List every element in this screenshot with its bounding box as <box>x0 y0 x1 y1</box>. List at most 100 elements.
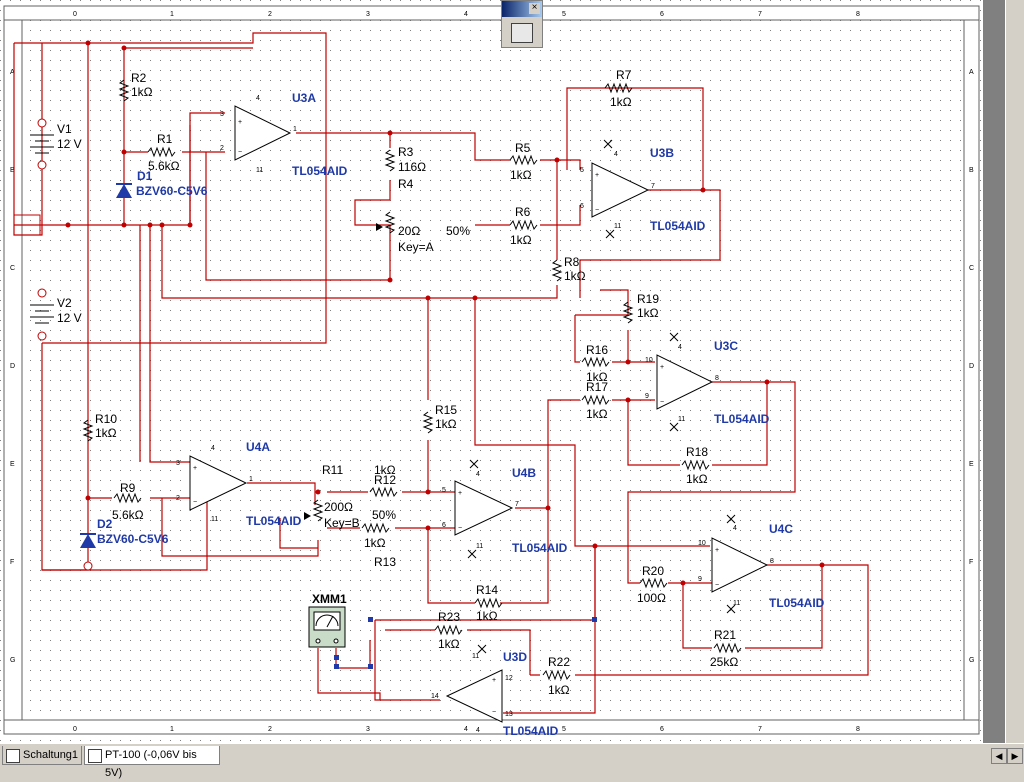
resistor-r6[interactable]: R6 1kΩ <box>509 205 538 247</box>
resistor-r13[interactable]: 1kΩ R13 <box>361 522 396 569</box>
resistor-r18[interactable]: R18 1kΩ <box>681 445 710 486</box>
col-label: 3 <box>366 11 370 18</box>
col-label: 0 <box>73 726 77 733</box>
label-r14: R14 <box>476 583 498 597</box>
resistor-r15[interactable]: R15 1kΩ <box>422 403 457 434</box>
svg-text:2: 2 <box>220 145 224 152</box>
resistor-r23[interactable]: R23 1kΩ <box>434 610 463 651</box>
zener-diode-d2[interactable]: D2 BZV60-C5V6 <box>80 517 169 548</box>
resistor-r8[interactable]: R8 1kΩ <box>551 255 586 283</box>
value-r8: 1kΩ <box>564 269 586 283</box>
svg-text:−: − <box>492 709 496 716</box>
vertical-scrollbar[interactable] <box>983 0 1005 743</box>
value-r22: 1kΩ <box>548 683 570 697</box>
label-u3c: U3C <box>714 339 738 353</box>
scroll-left-button[interactable]: ◀ <box>991 748 1007 764</box>
value-r13: 1kΩ <box>364 536 386 550</box>
tab-label: PT-100 (-0,06V bis 5V) <box>105 749 197 779</box>
close-button[interactable]: × <box>529 3 540 14</box>
svg-text:−: − <box>660 399 664 406</box>
value-r23: 1kΩ <box>438 637 460 651</box>
svg-text:6: 6 <box>580 203 584 210</box>
resistor-r20[interactable]: R20 100Ω <box>637 564 668 605</box>
label-u4b: U4B <box>512 466 536 480</box>
resistor-r1[interactable]: R1 5.6kΩ <box>147 132 180 173</box>
resistor-r17[interactable]: R17 1kΩ <box>581 380 610 421</box>
label-r3: R3 <box>398 145 414 159</box>
key-r11: Key=B <box>324 516 360 530</box>
row-label: C <box>10 265 15 272</box>
scroll-right-button[interactable]: ▶ <box>1007 748 1023 764</box>
tab-schaltung1[interactable]: Schaltung1 <box>2 746 82 765</box>
key-r4: Key=A <box>398 240 434 254</box>
svg-text:9: 9 <box>698 576 702 583</box>
percent-r4: 50% <box>446 224 470 238</box>
value-r4: 20Ω <box>398 224 420 238</box>
resistor-r3[interactable]: R3 116Ω <box>384 145 426 174</box>
resistor-r10[interactable]: R10 1kΩ <box>82 412 117 442</box>
row-label: C <box>969 265 974 272</box>
schematic-icon <box>88 749 102 763</box>
zener-diode-d1[interactable]: D1 BZV60-C5V6 <box>116 169 208 198</box>
label-r21: R21 <box>714 628 736 642</box>
svg-text:+: + <box>458 490 462 497</box>
toolbar-tool-icon[interactable] <box>511 23 533 43</box>
resistor-r7[interactable]: R7 1kΩ <box>604 68 633 109</box>
row-label: D <box>10 363 15 370</box>
battery-v1[interactable]: V1 12 V <box>30 118 82 170</box>
battery-v2[interactable]: V2 12 V <box>30 288 82 341</box>
svg-text:−: − <box>715 582 719 589</box>
svg-text:7: 7 <box>651 183 655 190</box>
multimeter-xmm1[interactable]: XMM1 <box>308 592 597 669</box>
resistor-r19[interactable]: R19 1kΩ <box>622 292 659 324</box>
label-r13: R13 <box>374 555 396 569</box>
row-label: G <box>10 657 15 664</box>
resistor-r12[interactable]: 1kΩ R12 <box>369 463 398 498</box>
value-r19: 1kΩ <box>637 306 659 320</box>
resistor-r16[interactable]: R16 1kΩ <box>581 343 610 384</box>
row-label: D <box>969 363 974 370</box>
svg-text:4: 4 <box>256 95 260 102</box>
resistor-r14[interactable]: R14 1kΩ <box>474 583 503 623</box>
label-r8: R8 <box>564 255 580 269</box>
col-label: 1 <box>170 726 174 733</box>
resistor-r9[interactable]: R9 5.6kΩ <box>112 481 144 522</box>
value-r5: 1kΩ <box>510 168 532 182</box>
label-d2: D2 <box>97 517 113 531</box>
svg-text:3: 3 <box>176 460 180 467</box>
potentiometer-r4[interactable]: R4 20Ω 50% Key=A <box>376 177 470 254</box>
col-label: 6 <box>660 11 664 18</box>
resistor-r22[interactable]: R22 1kΩ <box>542 655 571 697</box>
potentiometer-r11[interactable]: R11 200Ω 50% Key=B <box>304 463 396 530</box>
row-label: G <box>969 657 974 664</box>
label-u3a: U3A <box>292 91 316 105</box>
svg-text:14: 14 <box>431 693 439 700</box>
col-label: 2 <box>268 11 272 18</box>
svg-text:4: 4 <box>614 151 618 158</box>
label-u4a: U4A <box>246 440 270 454</box>
svg-text:8: 8 <box>715 375 719 382</box>
tab-pt-100[interactable]: PT-100 (-0,06V bis 5V) <box>84 746 220 779</box>
label-r15: R15 <box>435 403 457 417</box>
label-v2: V2 <box>57 296 72 310</box>
floating-toolbar[interactable]: × <box>501 0 543 48</box>
resistor-r21[interactable]: R21 25kΩ <box>710 628 742 669</box>
svg-text:1: 1 <box>249 476 253 483</box>
label-u3d: U3D <box>503 650 527 664</box>
svg-text:12: 12 <box>505 675 513 682</box>
svg-text:2: 2 <box>176 495 180 502</box>
value-r15: 1kΩ <box>435 417 457 431</box>
col-label: 5 <box>562 726 566 733</box>
resistor-r5[interactable]: R5 1kΩ <box>509 141 538 182</box>
svg-text:13: 13 <box>505 711 513 718</box>
part-u3c: TL054AID <box>714 412 770 426</box>
resistor-r2[interactable]: R2 1kΩ <box>118 71 153 102</box>
